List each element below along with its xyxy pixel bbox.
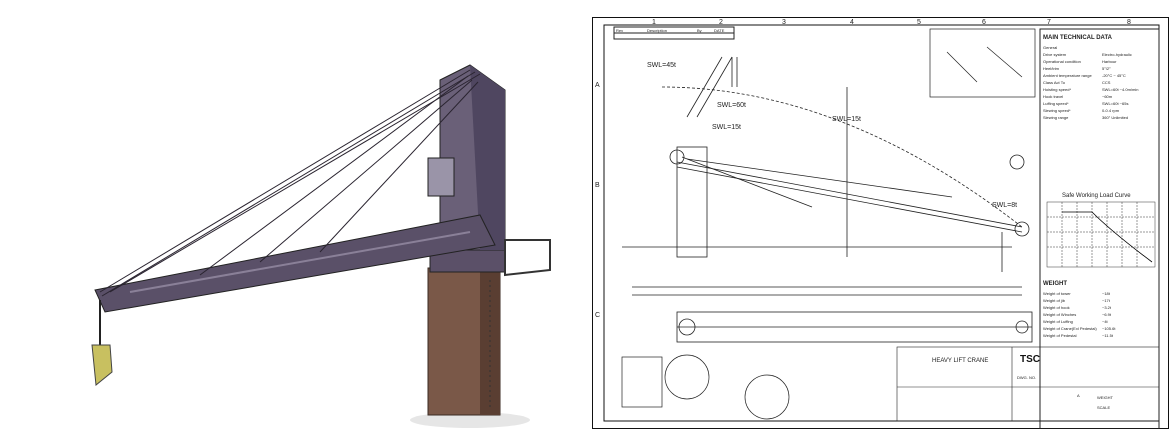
- tech_rows-label: General: [1043, 45, 1057, 50]
- tech_rows-label: Heel/trim: [1043, 66, 1060, 71]
- tech_rows-value: 360° Unlimited: [1102, 115, 1128, 120]
- weight_rows-label: Weight of jib: [1043, 298, 1066, 303]
- crane-name: HEAVY LIFT CRANE: [932, 358, 988, 364]
- swl-curve-grid: [1046, 201, 1156, 268]
- swl-labels: SWL=45t SWL=60t SWL=15t SWL=15t SWL=8t: [647, 62, 1017, 209]
- svg-text:Rev: Rev: [616, 28, 623, 33]
- weight_rows-value: ~4t: [1102, 319, 1109, 324]
- col-4: 4: [850, 19, 854, 26]
- sheet-rev: A: [1077, 393, 1080, 398]
- row-C: C: [595, 312, 600, 319]
- weight_rows-value: ~17t: [1102, 298, 1111, 303]
- tech-data-title: MAIN TECHNICAL DATA: [1043, 35, 1113, 41]
- tech_rows-label: Hoisting speed*: [1043, 87, 1071, 92]
- svg-text:By: By: [697, 28, 702, 33]
- weight_rows-value: ~3.2t: [1102, 305, 1112, 310]
- column-face: [470, 65, 505, 250]
- operator-cabin: [427, 157, 455, 197]
- weight_rows-value: ~11.5t: [1102, 333, 1114, 338]
- tech_rows-label: Slewing speed*: [1043, 108, 1071, 113]
- tech_rows-label: Operational condition: [1043, 59, 1081, 64]
- platform-railing: [504, 239, 551, 277]
- col-7: 7: [1047, 19, 1051, 26]
- weight_rows-label: Weight of Pedestal: [1043, 333, 1077, 338]
- tech_rows-label: Hook travel: [1043, 94, 1063, 99]
- tech_rows-label: Ambient temperature range: [1043, 73, 1092, 78]
- weight_rows-value: ~18t: [1102, 291, 1111, 296]
- tech_rows-value: SWL=60t ~4.0m/min: [1102, 87, 1138, 92]
- tech_rows-value: Harbour: [1102, 59, 1117, 64]
- detail-views: [621, 28, 1036, 420]
- col-8: 8: [1127, 19, 1131, 26]
- luffing-cables: [99, 69, 481, 297]
- tech_rows-label: Luffing speed*: [1043, 101, 1069, 106]
- swl-curve-title: Safe Working Load Curve: [1062, 193, 1131, 199]
- weight_rows-value: ~105.6t: [1102, 326, 1116, 331]
- weight_rows-label: Weight of hook: [1043, 305, 1070, 310]
- revision-table: Rev Description By DATE: [613, 26, 735, 40]
- col-3: 3: [782, 19, 786, 26]
- pedestal-shadow: [410, 412, 530, 428]
- weight_rows-label: Weight of Luffing: [1043, 319, 1073, 324]
- weight_rows-label: Weight of tower: [1043, 291, 1071, 296]
- tech_rows-label: Drive system: [1043, 52, 1067, 57]
- svg-text:Description: Description: [647, 28, 667, 33]
- tech_rows-value: CCS: [1102, 80, 1111, 85]
- boom-lattice: [129, 231, 471, 293]
- engineering-drawing: 1 2 3 4 5 6 7 8 A B C Rev Description By…: [592, 17, 1169, 429]
- col-1: 1: [652, 19, 656, 26]
- tech_rows-value: ~60m: [1102, 94, 1113, 99]
- col-6: 6: [982, 19, 986, 26]
- tech_rows-value: 0-0.4 rpm: [1102, 108, 1120, 113]
- col-5: 5: [917, 19, 921, 26]
- tech_rows-value: 5°/2°: [1102, 66, 1111, 71]
- scale-label: SCALE: [1097, 405, 1110, 410]
- drawing-no-label: DWG. NO.: [1017, 375, 1036, 380]
- weight-title: WEIGHT: [1043, 281, 1067, 287]
- tech_rows-value: SWL=60t ~65s: [1102, 101, 1128, 106]
- tech_rows-label: Class Act To: [1043, 80, 1066, 85]
- drawing-border: [592, 17, 1169, 429]
- swl-45t: SWL=45t: [647, 62, 676, 69]
- swl-15t-outer: SWL=15t: [832, 116, 861, 123]
- weight_rows-value: ~6.9t: [1102, 312, 1112, 317]
- swl-8t: SWL=8t: [992, 202, 1017, 209]
- row-A: A: [595, 82, 600, 89]
- row-B: B: [595, 182, 600, 189]
- tech_rows-label: Slewing range: [1043, 115, 1069, 120]
- swl-60t: SWL=60t: [717, 102, 746, 109]
- hook-block: [91, 344, 113, 386]
- tech_rows-value: -20°C ~ 45°C: [1102, 73, 1126, 78]
- crane-3d-render: [91, 64, 551, 428]
- title-block: TSC HEAVY LIFT CRANE DWG. NO. WEIGHT SCA…: [896, 346, 1160, 422]
- tsc-logo: TSC: [1020, 354, 1040, 365]
- col-2: 2: [719, 19, 723, 26]
- svg-text:DATE: DATE: [714, 28, 725, 33]
- swl-15t-inner: SWL=15t: [712, 124, 741, 131]
- tech_rows-value: Electro-hydraulic: [1102, 52, 1132, 57]
- weight_rows-label: Weight of Crane(Exl Pedestal): [1043, 326, 1097, 331]
- weight-label: WEIGHT: [1097, 395, 1114, 400]
- weight_rows-label: Weight of Winches: [1043, 312, 1076, 317]
- grid-column-labels: 1 2 3 4 5 6 7 8 A B C: [595, 19, 1131, 319]
- crane-side-elevation: [622, 56, 1033, 343]
